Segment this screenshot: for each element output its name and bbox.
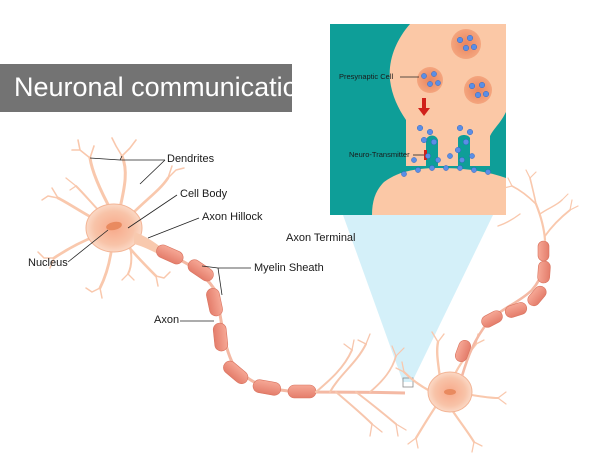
- release-arrow: [418, 98, 430, 116]
- synaptic-vesicle: [464, 76, 492, 104]
- myelin-segment: [454, 340, 472, 362]
- myelin-segment: [504, 302, 528, 318]
- myelin-segment: [537, 240, 550, 262]
- synapse-inset: [330, 24, 506, 215]
- neurotransmitter-molecules: [401, 124, 491, 177]
- zoom-target-box: [402, 377, 414, 388]
- axon-terminal-branches: [315, 333, 407, 437]
- label-myelin-sheath: Myelin Sheath: [254, 262, 324, 274]
- label-neuro-transmitter: Neuro-Transmitter: [349, 150, 410, 159]
- synaptic-vesicle: [451, 29, 481, 59]
- label-axon-hillock: Axon Hillock: [202, 211, 263, 223]
- myelin-segment: [156, 244, 184, 265]
- myelin-segment: [212, 322, 229, 352]
- myelin-sheath: [156, 244, 317, 399]
- label-dendrites: Dendrites: [167, 153, 215, 165]
- axon-fiber-right: [460, 245, 548, 377]
- label-nucleus: Nucleus: [28, 257, 68, 269]
- myelin-segment: [206, 287, 223, 317]
- title-banner: Neuronal communication: [0, 64, 313, 112]
- myelin-segment: [252, 379, 282, 396]
- label-presynaptic-cell: Presynaptic Cell: [339, 72, 394, 81]
- postsynaptic-cell: [372, 168, 506, 215]
- label-axon-terminal: Axon Terminal: [286, 232, 356, 244]
- leader-lines: [67, 76, 424, 322]
- myelin-segment: [187, 259, 214, 282]
- myelin-segment: [481, 310, 503, 328]
- nucleus-left: [106, 221, 122, 231]
- nucleus-right: [444, 389, 456, 395]
- dendrite-tree-top-right: [497, 169, 579, 242]
- label-cell-body: Cell Body: [180, 188, 228, 200]
- myelin-segment: [527, 285, 547, 307]
- vesicle-contents: [421, 35, 490, 98]
- myelin-sheath-right: [454, 240, 551, 362]
- page-title: Neuronal communication: [14, 72, 313, 102]
- myelin-segment: [287, 384, 317, 399]
- synaptic-vesicle: [417, 67, 443, 93]
- label-axon: Axon: [154, 314, 180, 326]
- myelin-segment: [223, 360, 249, 385]
- axon-hillock: [134, 232, 162, 254]
- myelin-segment: [537, 260, 551, 284]
- zoom-cone: [343, 215, 493, 382]
